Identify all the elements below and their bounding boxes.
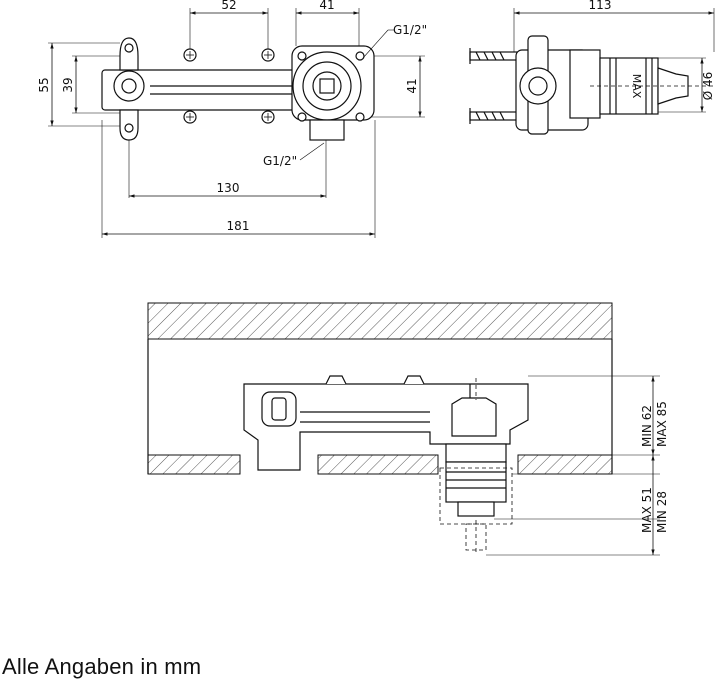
max-mark: MAX [630, 74, 643, 99]
dim-52: 52 [221, 0, 236, 12]
dim-41-right: 41 [405, 78, 419, 93]
label-max-85: MAX 85 [655, 401, 669, 447]
side-view [469, 8, 716, 135]
thread-label-top: G1/2" [393, 23, 427, 37]
units-note: Alle Angaben in mm [2, 654, 202, 679]
dim-113: 113 [589, 0, 612, 12]
top-view [48, 8, 425, 238]
dim-39: 39 [61, 77, 75, 92]
dim-55: 55 [37, 77, 51, 92]
label-min-62: MIN 62 [640, 405, 654, 447]
dim-diameter-46: Ø 46 [701, 72, 715, 101]
thread-label-bottom: G1/2" [263, 154, 297, 168]
dim-41-top: 41 [319, 0, 334, 12]
section-view [147, 302, 660, 556]
dim-181: 181 [227, 219, 250, 233]
label-max-51: MAX 51 [640, 487, 654, 533]
dim-130: 130 [217, 181, 240, 195]
label-min-28: MIN 28 [655, 491, 669, 533]
